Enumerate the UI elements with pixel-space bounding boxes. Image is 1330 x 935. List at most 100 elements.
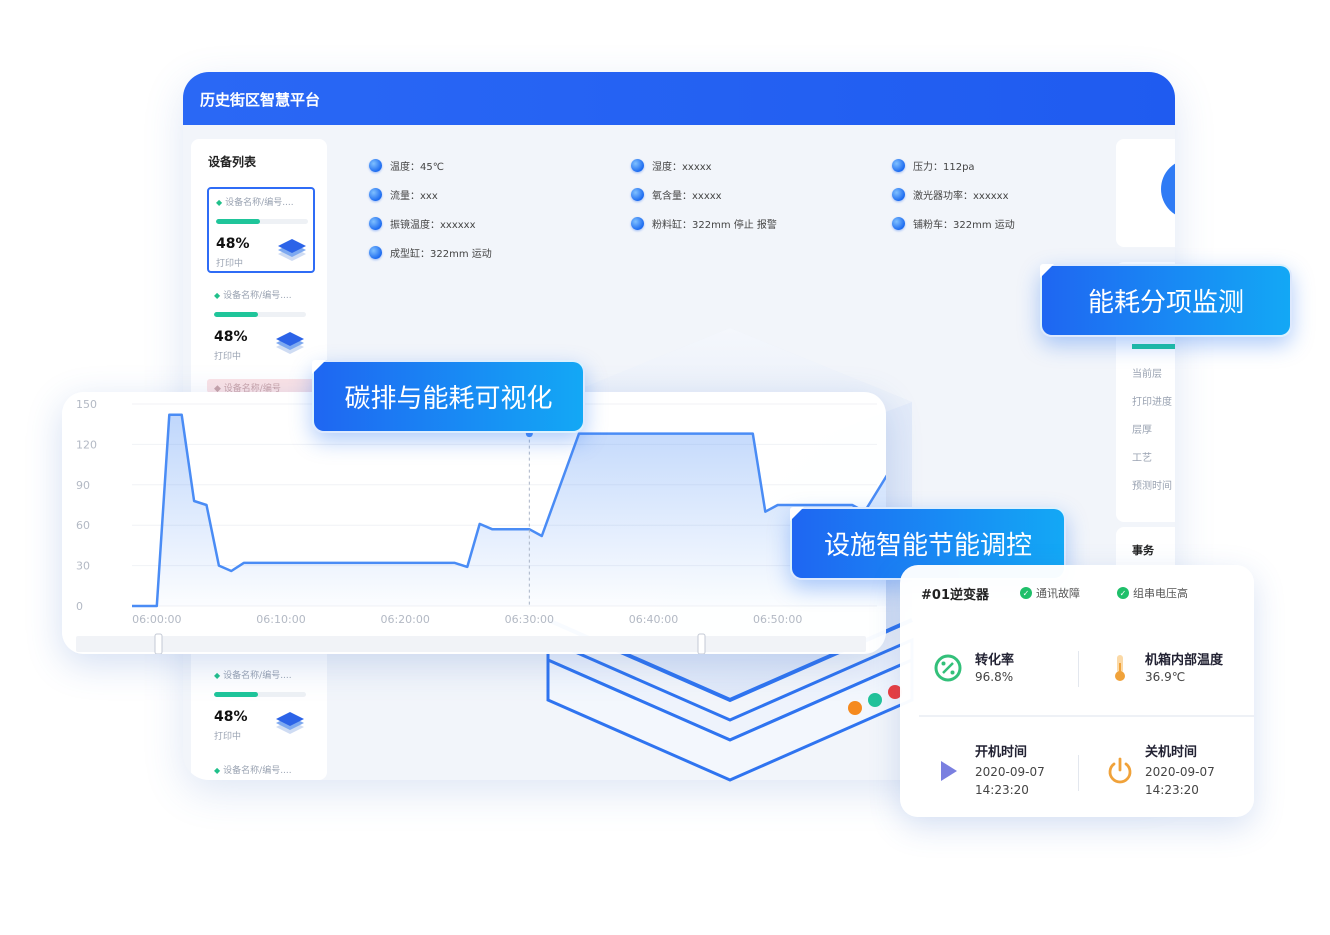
param-text: 铺粉车：322mm 运动 [913, 220, 1015, 231]
param-item: 湿度：xxxxx [631, 158, 712, 173]
right-chart-panel [1116, 139, 1175, 247]
device-name-text: 设备名称/编号 [223, 384, 281, 394]
param-item: 压力：112pa [892, 158, 975, 173]
diamond-icon: ◆ [214, 671, 221, 680]
status-dot-icon [892, 188, 905, 201]
device-card[interactable]: ◆设备名称/编号.... 48% 打印中 [207, 282, 315, 368]
device-name: ◆设备名称/编号.... [214, 668, 292, 681]
status-dot-icon [369, 217, 382, 230]
status-dot-icon [631, 188, 644, 201]
printer-layers-icon [276, 712, 304, 734]
status-dot-icon [892, 159, 905, 172]
badge-text: 通讯故障 [1036, 587, 1080, 600]
percent-icon [934, 654, 962, 682]
param-text: 流量：xxx [390, 191, 438, 202]
device-progress-bar [214, 312, 306, 317]
x-tick-label: 06:40:00 [629, 613, 678, 626]
device-card[interactable]: ◆设备名称/编号.... 48% 打印中 [207, 187, 315, 273]
info-label: 预测时间 [1132, 481, 1172, 492]
y-tick-label: 120 [76, 438, 97, 451]
progress-line [1132, 344, 1175, 349]
metric-label: 开机时间 [975, 745, 1028, 760]
param-text: 氧含量：xxxxx [652, 191, 722, 202]
metric-time: 14:23:20 [975, 783, 1029, 797]
donut-chart [1161, 159, 1175, 219]
param-item: 成型缸：322mm 运动 [369, 245, 492, 260]
device-status: 打印中 [214, 352, 242, 362]
param-item: 温度：45℃ [369, 158, 444, 173]
divider [1078, 651, 1079, 687]
callout-carbon-visual: 碳排与能耗可视化 [312, 360, 585, 433]
events-title: 事务 [1132, 544, 1154, 557]
badge-text: 组串电压高 [1133, 587, 1188, 600]
param-text: 成型缸：322mm 运动 [390, 249, 492, 260]
device-status: 打印中 [214, 732, 242, 742]
status-badge: ✓ 组串电压高 [1117, 585, 1188, 601]
param-text: 粉料缸：322mm 停止 报警 [652, 220, 777, 231]
device-status: 打印中 [216, 259, 244, 269]
param-text: 温度：45℃ [390, 162, 444, 173]
param-text: 振镜温度：xxxxxx [390, 220, 476, 231]
power-icon [1108, 757, 1132, 784]
status-dot-icon [631, 217, 644, 230]
device-name: ◆设备名称/编号.... [214, 763, 292, 776]
series-area [132, 414, 886, 606]
device-progress-fill [214, 692, 259, 697]
param-item: 激光器功率：xxxxxx [892, 187, 1009, 202]
status-dot-icon [631, 159, 644, 172]
device-card[interactable]: ◆设备名称/编号.... 48% 打印中 [207, 662, 315, 748]
status-dot-icon [369, 188, 382, 201]
param-item: 粉料缸：322mm 停止 报警 [631, 216, 777, 231]
metric-value: 36.9℃ [1145, 670, 1186, 684]
x-tick-label: 06:20:00 [380, 613, 429, 626]
y-tick-label: 90 [76, 479, 90, 492]
info-label: 工艺 [1132, 453, 1152, 464]
param-text: 压力：112pa [913, 162, 975, 173]
device-list-title: 设备列表 [208, 155, 257, 169]
param-item: 氧含量：xxxxx [631, 187, 722, 202]
top-bar: 历史街区智慧平台 [183, 72, 1175, 125]
callout-energy-itemized: 能耗分项监测 [1040, 264, 1292, 337]
x-tick-label: 06:10:00 [256, 613, 305, 626]
device-percent: 48% [216, 236, 250, 252]
app-title: 历史街区智慧平台 [200, 91, 321, 109]
status-dot-icon [369, 159, 382, 172]
device-name-text: 设备名称/编号.... [223, 766, 292, 776]
metric-label: 转化率 [975, 653, 1015, 668]
device-name-partial: ◆ 设备名称/编号 [214, 384, 281, 394]
device-card-alert[interactable]: ◆ 设备名称/编号 [207, 379, 315, 394]
diamond-icon: ◆ [214, 291, 221, 300]
param-text: 湿度：xxxxx [652, 162, 712, 173]
device-progress-bar [216, 219, 308, 224]
diamond-icon: ◆ [216, 198, 223, 207]
x-tick-label: 06:00:00 [132, 613, 181, 626]
status-dot-icon [369, 246, 382, 259]
device-name: ◆设备名称/编号.... [214, 288, 292, 301]
play-icon [941, 761, 957, 781]
device-name-text: 设备名称/编号.... [225, 198, 294, 208]
device-progress-fill [216, 219, 261, 224]
divider [1078, 755, 1079, 791]
device-progress-bar [214, 692, 306, 697]
printer-layers-icon [276, 332, 304, 354]
x-tick-label: 06:50:00 [753, 613, 802, 626]
printer-layers-icon [278, 239, 306, 261]
device-name-text: 设备名称/编号.... [223, 291, 292, 301]
y-tick-label: 0 [76, 600, 83, 613]
divider [919, 715, 1254, 717]
y-tick-label: 30 [76, 560, 90, 573]
param-text: 激光器功率：xxxxxx [913, 191, 1009, 202]
device-card[interactable]: ◆设备名称/编号.... [207, 757, 315, 777]
status-badge: ✓通讯故障 [1020, 585, 1080, 601]
x-tick-label: 06:30:00 [505, 613, 554, 626]
thermometer-icon [1115, 655, 1125, 681]
check-icon: ✓ [1117, 587, 1129, 599]
metric-label: 机箱内部温度 [1145, 653, 1224, 668]
device-percent: 48% [214, 329, 248, 345]
metric-date: 2020-09-07 [975, 765, 1045, 779]
zoom-track [76, 636, 866, 652]
series-line [132, 413, 886, 608]
device-percent: 48% [214, 709, 248, 725]
